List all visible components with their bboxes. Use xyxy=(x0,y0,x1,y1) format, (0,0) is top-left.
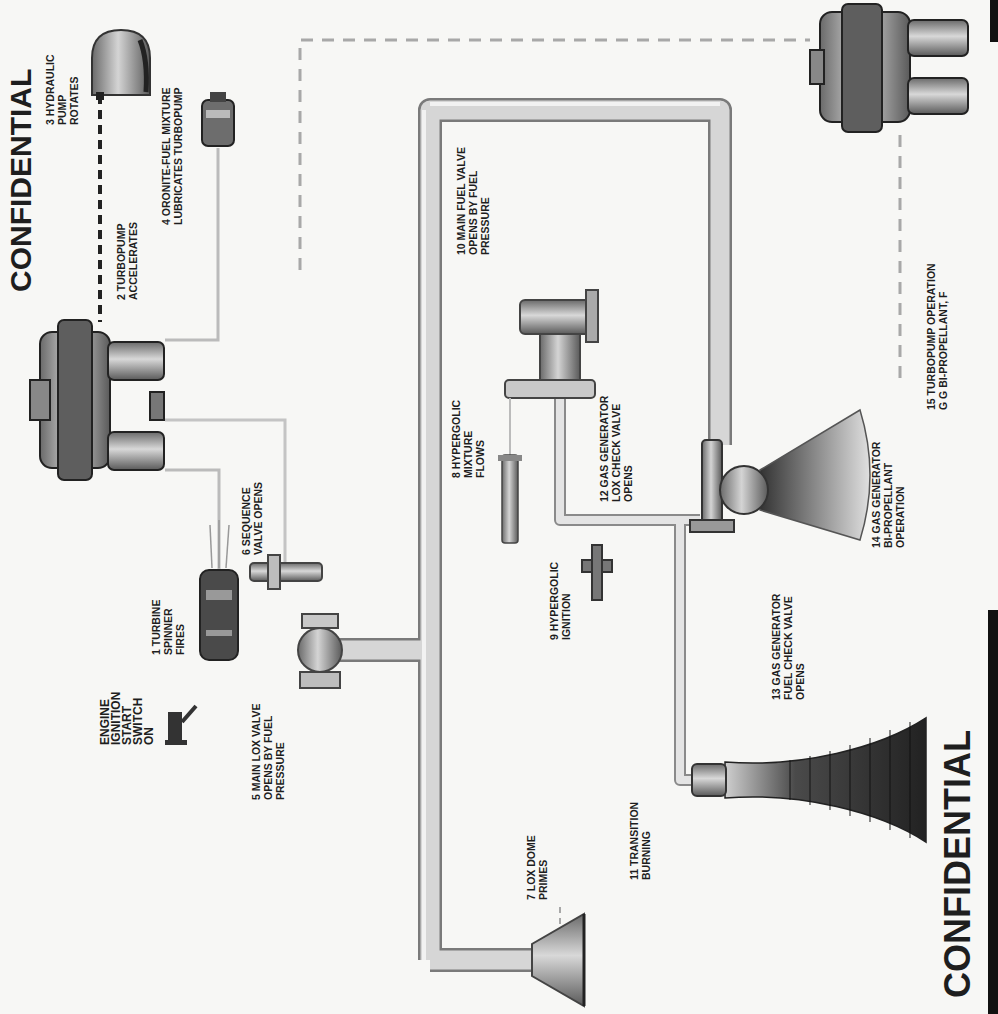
step-label: 6 SEQUENCE VALVE OPENS xyxy=(240,473,264,555)
step-label: 15 TURBOPUMP OPERATION G G BI-PROPELLANT… xyxy=(925,257,949,410)
step-label: 9 HYPERGOLIC IGNITION xyxy=(548,556,572,640)
step-label: 4 ORONITE-FUEL MIXTURE LUBRICATES TURBOP… xyxy=(160,75,184,225)
step-label: 10 MAIN FUEL VALVE OPENS BY FUEL PRESSUR… xyxy=(455,137,491,255)
step-label: 3 HYDRAULIC PUMP ROTATES xyxy=(44,50,80,125)
step-label: 14 GAS GENERATOR BI-PROPELLANT OPERATION xyxy=(870,433,906,548)
step-label: 12 GAS GENERATOR LOX CHECK VALVE OPENS xyxy=(598,387,634,502)
step-label: 5 MAIN LOX VALVE OPENS BY FUEL PRESSURE xyxy=(250,692,286,800)
switch-label: ENGINE IGNITION START SWITCH ON xyxy=(100,685,155,745)
classification-mark: CONFIDENTIAL xyxy=(4,42,38,292)
step-label: 13 GAS GENERATOR FUEL CHECK VALVE OPENS xyxy=(770,585,806,700)
step-label: 8 HYPERGOLIC MIXTURE FLOWS xyxy=(450,394,486,478)
step-label: 7 LOX DOME PRIMES xyxy=(525,828,549,900)
classification-mark: CONFIDENTIAL xyxy=(938,708,978,998)
step-label: 11 TRANSITION BURNING xyxy=(628,795,652,880)
step-label: 1 TURBINE SPINNER FIRES xyxy=(150,593,186,655)
step-label: 2 TURBOPUMP ACCELERATES xyxy=(115,215,139,300)
